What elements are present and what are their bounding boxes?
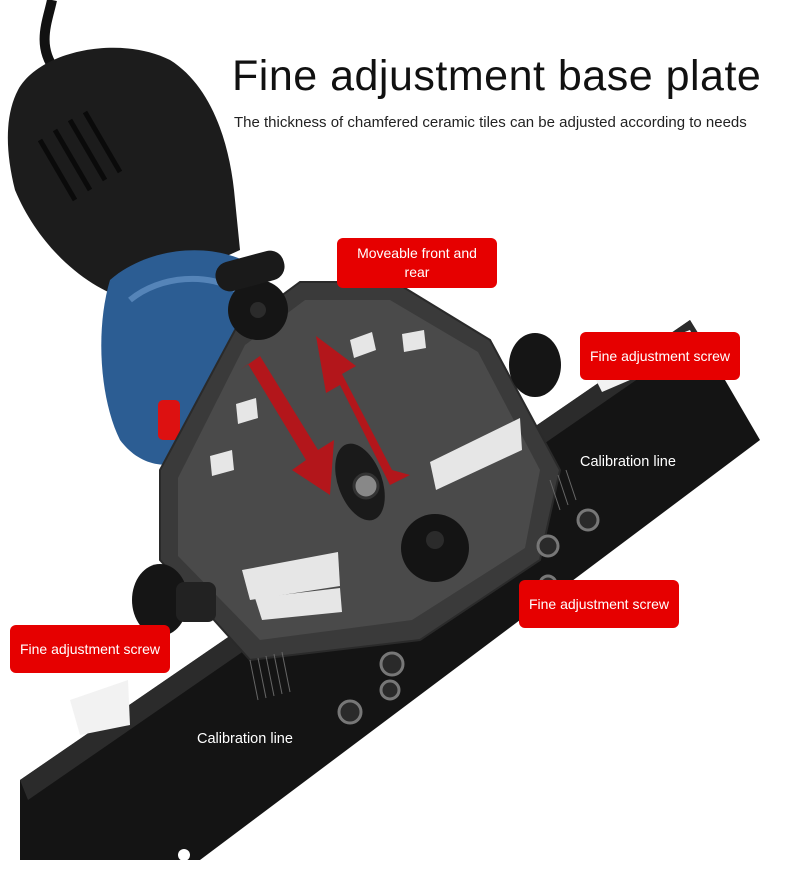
star-knob-top <box>215 250 288 340</box>
callout-fine-adjustment-left: Fine adjustment screw <box>10 625 170 673</box>
power-cord <box>39 0 60 74</box>
star-knob-left <box>132 564 216 636</box>
grinder-housing <box>7 47 240 301</box>
star-knob-right <box>509 333 561 397</box>
callout-moveable: Moveable front and rear <box>337 238 497 288</box>
page-title: Fine adjustment base plate <box>232 52 762 100</box>
star-knob-center <box>401 514 469 582</box>
calibration-label-right: Calibration line <box>580 454 676 470</box>
spindle-lock-button <box>158 400 180 440</box>
callout-fine-adjustment-top-right: Fine adjustment screw <box>580 332 740 380</box>
slot-windows <box>210 330 522 620</box>
page-subtitle: The thickness of chamfered ceramic tiles… <box>234 114 747 131</box>
vent-slots <box>37 110 123 202</box>
calibration-label-left: Calibration line <box>197 731 293 747</box>
calibration-ticks <box>249 469 577 701</box>
callout-fine-adjustment-mid-right: Fine adjustment screw <box>519 580 679 628</box>
movement-arrows <box>240 336 410 495</box>
